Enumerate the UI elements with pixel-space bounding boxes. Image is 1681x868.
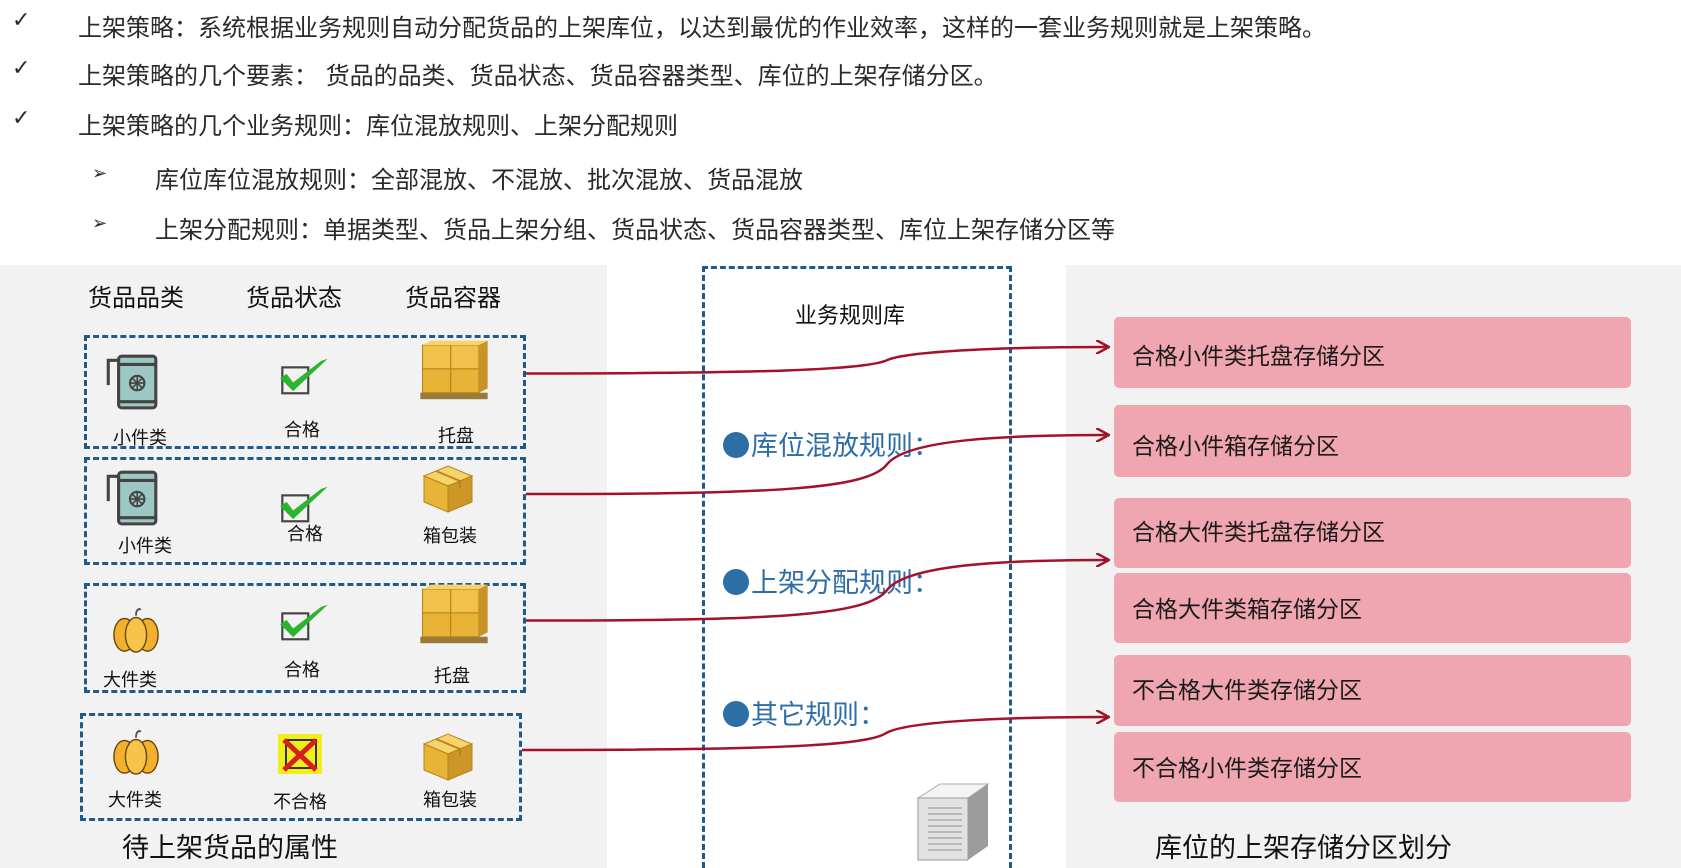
status-label: 合格 [287,524,323,545]
bullet-text: 上架策略的几个业务规则：库位混放规则、上架分配规则 [78,112,678,140]
rule-allocation: 上架分配规则： [723,561,940,600]
container-label: 箱包装 [423,790,477,811]
zones-caption: 库位的上架存储分区划分 [1155,833,1452,864]
rule-label: 上架分配规则： [751,568,940,599]
cup-icon [100,350,162,412]
check-icon [278,354,332,398]
rule-other: 其它规则： [723,693,886,732]
goods-group-1 [84,335,526,449]
cross-icon [278,734,322,774]
category-label: 大件类 [103,670,157,691]
bullet-text: 上架分配规则：单据类型、货品上架分组、货品状态、货品容器类型、库位上架存储分区等 [155,216,1115,244]
zone-5: 不合格大件类存储分区 [1114,655,1631,726]
sub-bullet-1: ➢ 库位库位混放规则：全部混放、不混放、批次混放、货品混放 [0,160,1681,194]
rule-label: 库位混放规则： [751,431,940,462]
arrow-bullet-icon: ➢ [92,163,108,184]
server-icon [912,776,992,866]
check-icon: ✓ [12,8,31,33]
bullet-dot-icon [723,432,749,458]
container-label: 托盘 [434,666,470,687]
zone-6: 不合格小件类存储分区 [1114,732,1631,802]
category-label: 大件类 [108,790,162,811]
rule-library-title: 业务规则库 [795,304,906,329]
box-icon [418,460,478,516]
zone-label: 不合格小件类存储分区 [1132,756,1362,782]
cup-icon [100,466,162,528]
container-label: 托盘 [438,426,474,447]
zone-label: 合格小件箱存储分区 [1132,434,1339,460]
zone-3: 合格大件类托盘存储分区 [1114,498,1631,568]
status-label: 不合格 [273,792,327,813]
bullet-text: 库位库位混放规则：全部混放、不混放、批次混放、货品混放 [155,166,803,194]
goods-group-4 [80,713,522,821]
status-label: 合格 [284,420,320,441]
bullet-text: 上架策略的几个要素： 货品的品类、货品状态、货品容器类型、库位的上架存储分区。 [78,62,998,90]
status-label: 合格 [284,660,320,681]
header-container: 货品容器 [405,284,501,312]
pumpkin-icon [112,728,160,776]
bullet-2: ✓ 上架策略的几个要素： 货品的品类、货品状态、货品容器类型、库位的上架存储分区… [0,56,1681,90]
bullet-text: 上架策略：系统根据业务规则自动分配货品的上架库位，以达到最优的作业效率，这样的一… [78,14,1326,42]
rule-mixing: 库位混放规则： [723,424,940,463]
zone-4: 合格大件类箱存储分区 [1114,573,1631,643]
bullet-3: ✓ 上架策略的几个业务规则：库位混放规则、上架分配规则 [0,106,1681,140]
goods-caption: 待上架货品的属性 [122,833,338,864]
zone-1: 合格小件类托盘存储分区 [1114,317,1631,388]
pumpkin-icon [112,606,160,654]
zone-label: 不合格大件类存储分区 [1132,678,1362,704]
category-label: 小件类 [118,536,172,557]
zone-label: 合格大件类箱存储分区 [1132,597,1362,623]
check-icon: ✓ [12,56,31,81]
check-icon [278,600,332,644]
bullet-dot-icon [723,701,749,727]
zone-2: 合格小件箱存储分区 [1114,405,1631,477]
bullet-dot-icon [723,569,749,595]
sub-bullet-2: ➢ 上架分配规则：单据类型、货品上架分组、货品状态、货品容器类型、库位上架存储分… [0,210,1681,244]
bullet-1: ✓ 上架策略：系统根据业务规则自动分配货品的上架库位，以达到最优的作业效率，这样… [0,8,1681,42]
zone-label: 合格小件类托盘存储分区 [1132,344,1385,370]
goods-group-3 [84,583,526,693]
header-status: 货品状态 [246,284,342,312]
container-label: 箱包装 [423,526,477,547]
pallet-boxes-icon [416,582,492,648]
rule-label: 其它规则： [751,700,886,731]
header-category: 货品品类 [88,284,184,312]
goods-group-2 [84,457,526,565]
box-icon [418,728,478,784]
arrow-bullet-icon: ➢ [92,213,108,234]
check-icon: ✓ [12,106,31,131]
category-label: 小件类 [113,428,167,449]
pallet-boxes-icon [416,338,492,404]
zone-label: 合格大件类托盘存储分区 [1132,520,1385,546]
